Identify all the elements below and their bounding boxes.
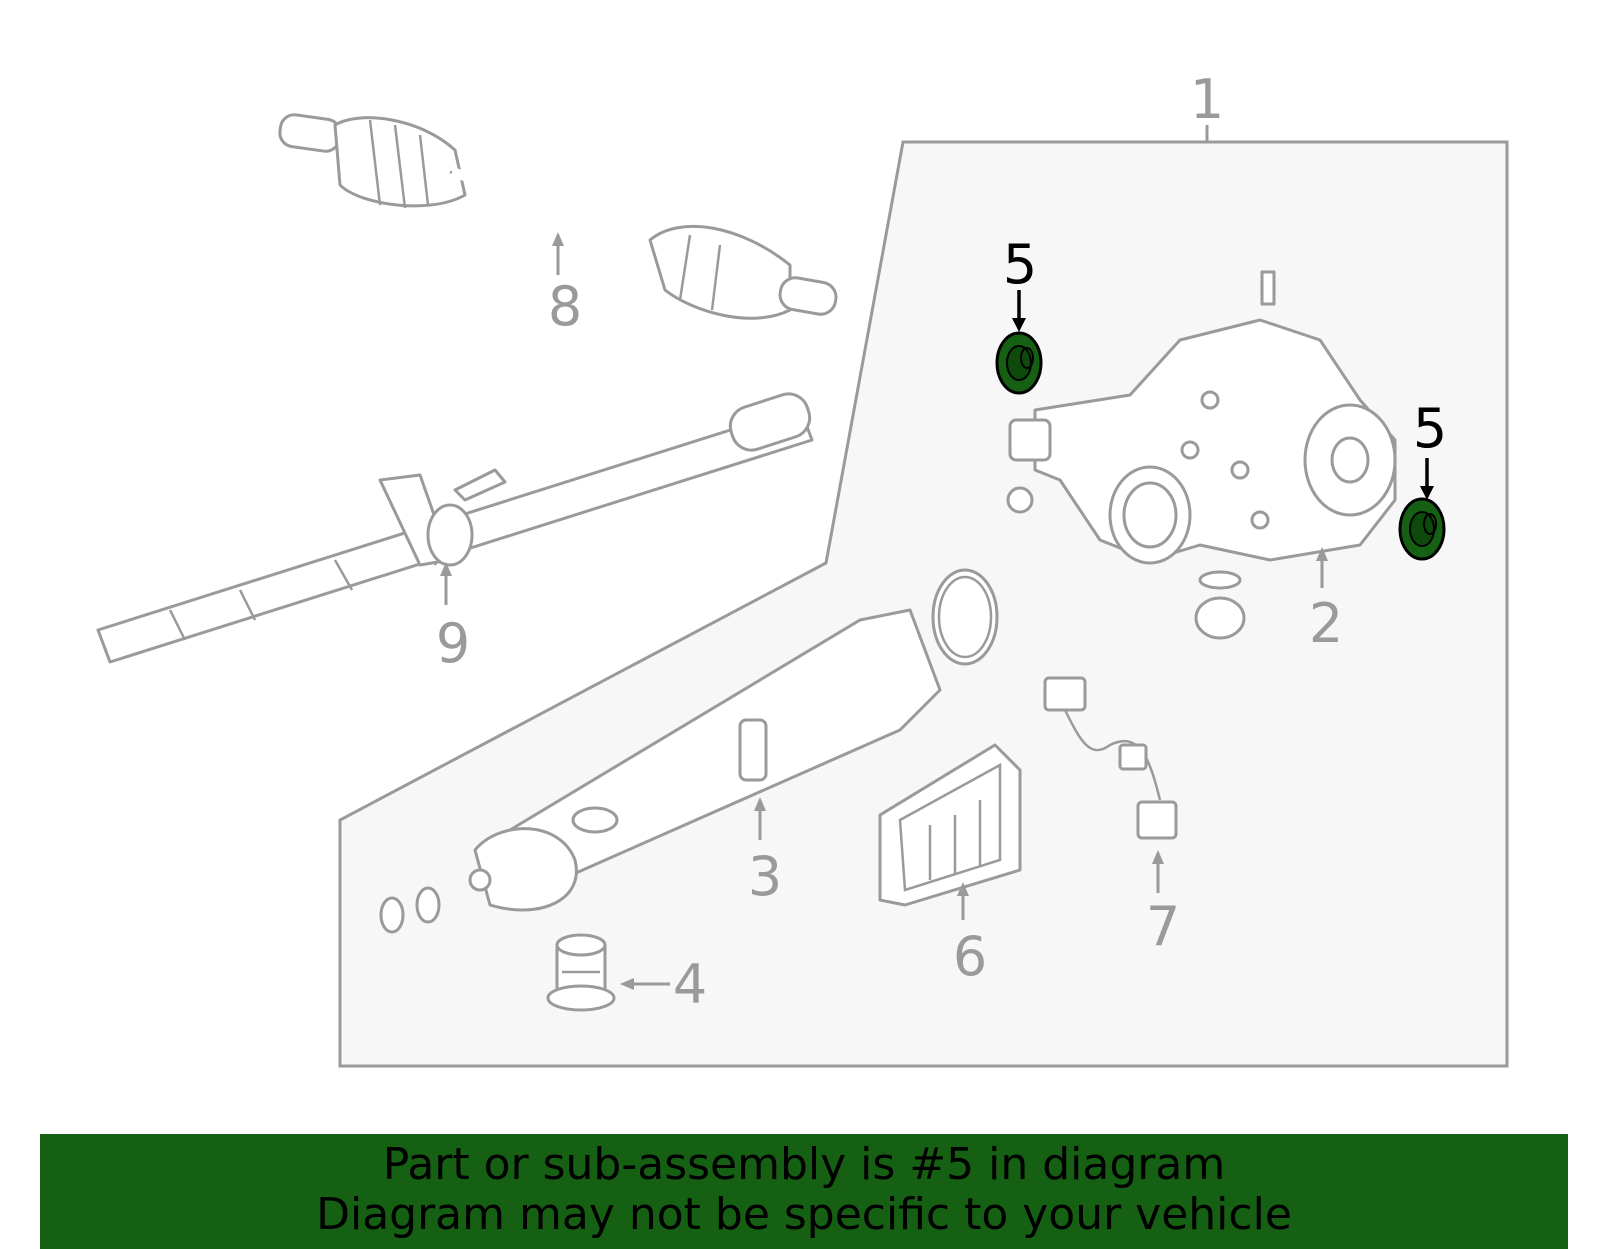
seal-part-5-left[interactable] [995, 331, 1043, 395]
callout-5-right: 5 [1413, 397, 1447, 460]
callout-1: 1 [1190, 68, 1224, 131]
callout-3: 3 [748, 845, 782, 908]
differential-carrier-part-2[interactable] [1006, 270, 1397, 640]
info-banner: Part or sub-assembly is #5 in diagram Di… [40, 1134, 1568, 1249]
banner-line-2: Diagram may not be specific to your vehi… [316, 1189, 1292, 1240]
banner-line-1: Part or sub-assembly is #5 in diagram [382, 1139, 1226, 1190]
callout-6: 6 [953, 925, 987, 988]
callout-2: 2 [1309, 592, 1343, 655]
callout-5-left: 5 [1003, 233, 1037, 296]
callout-8: 8 [548, 275, 582, 338]
housing-part-3[interactable] [379, 568, 999, 934]
callout-4: 4 [673, 953, 707, 1016]
seal-part-5-right[interactable] [1398, 497, 1446, 561]
axle-shaft-part-8[interactable] [278, 113, 838, 320]
callout-9: 9 [436, 612, 470, 675]
wiring-harness-part-7[interactable] [1043, 676, 1178, 840]
control-module-part-6[interactable] [878, 743, 1022, 907]
callout-7: 7 [1146, 895, 1180, 958]
bushing-part-4[interactable] [546, 933, 616, 1012]
propeller-shaft-part-9[interactable] [96, 389, 815, 664]
